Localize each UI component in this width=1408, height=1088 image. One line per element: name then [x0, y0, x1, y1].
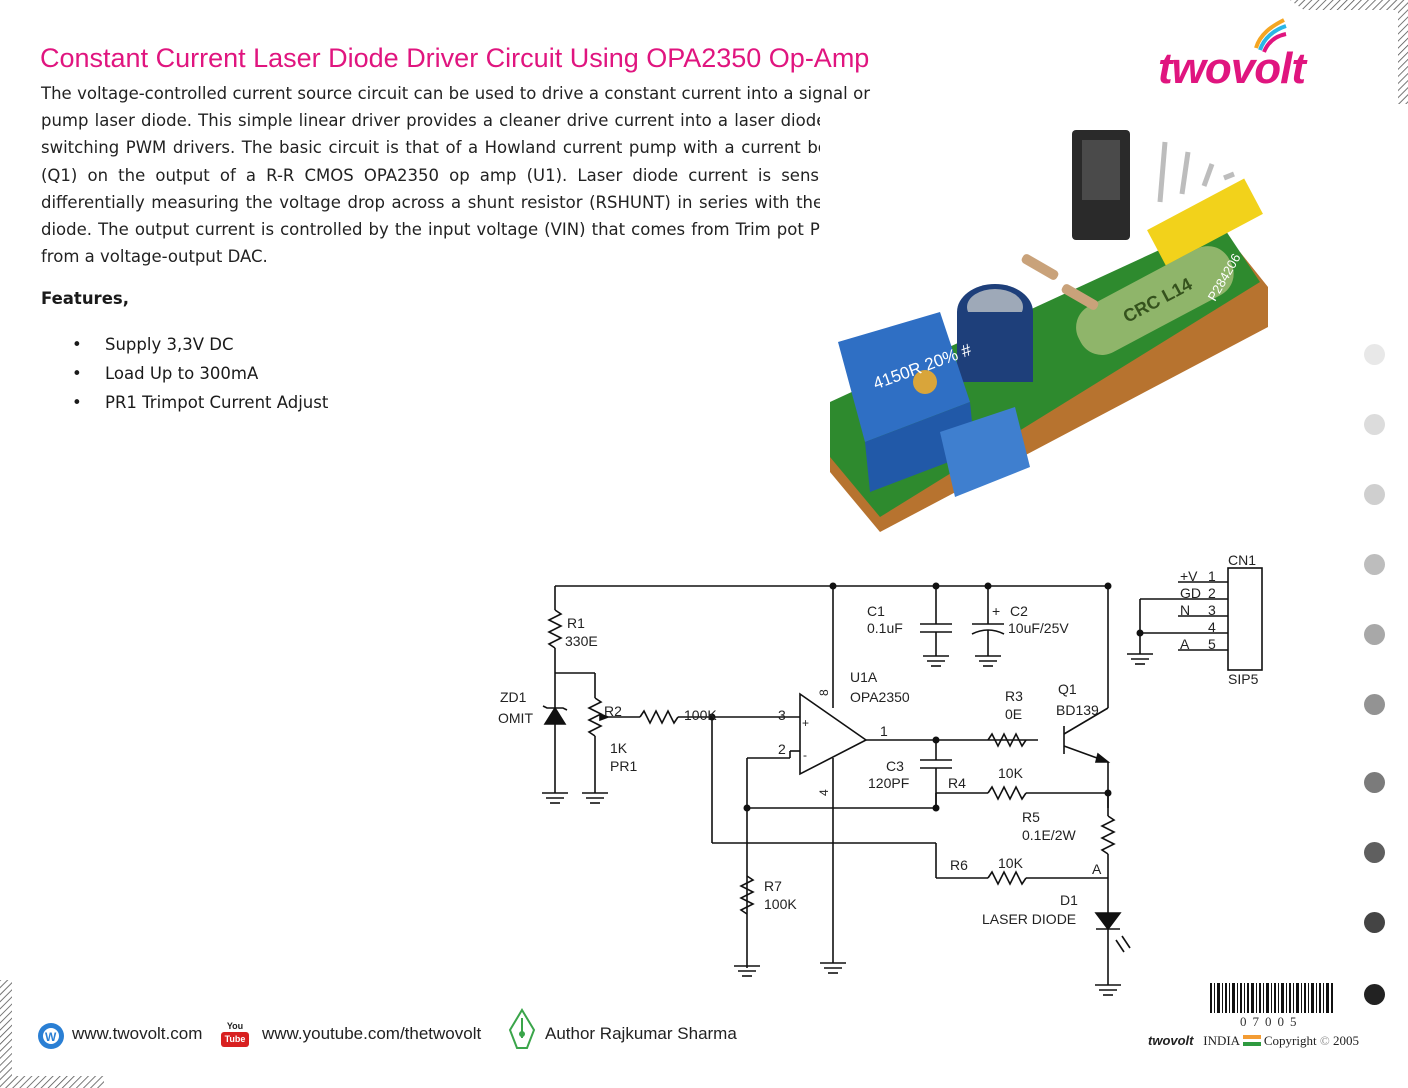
c2-value: 10uF/25V: [1008, 620, 1069, 636]
u1a-label: U1A: [850, 669, 878, 685]
pin-name: +V: [1180, 568, 1198, 584]
d1-label: D1: [1060, 892, 1078, 908]
pr1-label: PR1: [610, 758, 637, 774]
youtube-link[interactable]: www.youtube.com/thetwovolt: [262, 1024, 482, 1043]
r6-value: 10K: [998, 855, 1024, 871]
film-capacitor: [940, 407, 1030, 497]
pin-number: 3: [1208, 602, 1216, 618]
corner-hatch-decoration: [1290, 0, 1408, 104]
c2-polarity: +: [992, 603, 1000, 619]
zd1-value: OMIT: [498, 710, 533, 726]
pin-name: N: [1180, 602, 1190, 618]
r7-value: 100K: [764, 896, 797, 912]
q1-value: BD139: [1056, 702, 1099, 718]
pin1-label: 1: [880, 723, 888, 739]
copyright-brand: twovolt: [1148, 1033, 1194, 1048]
pin2-label: 2: [778, 741, 786, 757]
nav-dot[interactable]: [1364, 344, 1385, 365]
trimpot: 4150R 20% #: [838, 312, 975, 492]
twovolt-logo: twovolt: [1158, 44, 1306, 93]
bullet-icon: •: [72, 364, 82, 383]
page-title: Constant Current Laser Diode Driver Circ…: [40, 43, 870, 73]
r1-value: 330E: [565, 633, 598, 649]
r3-label: R3: [1005, 688, 1023, 704]
c3-label: C3: [886, 758, 904, 774]
c1-label: C1: [867, 603, 885, 619]
r2-label: R2: [604, 703, 622, 719]
corner-hatch-decoration: [0, 980, 104, 1088]
r3-value: 0E: [1005, 706, 1022, 722]
c1-value: 0.1uF: [867, 620, 903, 636]
r1-label: R1: [567, 615, 585, 631]
pcb-photo: CRC L14 P284206 4150R 20% #: [820, 112, 1268, 540]
d1-value: LASER DIODE: [982, 911, 1076, 927]
features-list: •Supply 3,3V DC •Load Up to 300mA •PR1 T…: [72, 335, 328, 422]
minus-sign: -: [803, 748, 807, 762]
small-resistor: [1021, 254, 1059, 280]
nav-dot[interactable]: [1364, 554, 1385, 575]
pin-number: 1: [1208, 568, 1216, 584]
nav-dot[interactable]: [1364, 842, 1385, 863]
features-heading: Features,: [41, 289, 129, 308]
copyright-symbol: ©: [1319, 1033, 1330, 1048]
author-credit: Author Rajkumar Sharma: [545, 1024, 737, 1043]
pin-number: 4: [1208, 619, 1216, 635]
nav-dot[interactable]: [1364, 912, 1385, 933]
plus-sign: +: [802, 716, 809, 730]
u1a-value: OPA2350: [850, 689, 910, 705]
r4-label: R4: [948, 775, 966, 791]
r5-label: R5: [1022, 809, 1040, 825]
pr1-value: 1K: [610, 740, 628, 756]
pin-number: 5: [1208, 636, 1216, 652]
header-pins: [1147, 141, 1263, 266]
r5-value: 0.1E/2W: [1022, 827, 1076, 843]
nav-dot[interactable]: [1364, 484, 1385, 505]
copyright-line: twovolt INDIA Copyright © 2005: [1148, 1033, 1359, 1049]
bullet-icon: •: [72, 393, 82, 412]
node-a-label: A: [1092, 861, 1102, 877]
logo-swirl-icon: [1254, 18, 1287, 53]
barcode: [1210, 983, 1333, 1013]
circuit-schematic: CN1 SIP5 +V 1 GD 2 N 3 4 A 5 R1 330E ZD1…: [498, 552, 1263, 996]
c2-label: C2: [1010, 603, 1028, 619]
nav-dot[interactable]: [1364, 414, 1385, 435]
india-flag-icon: [1242, 1035, 1261, 1046]
feature-item: •Load Up to 300mA: [72, 364, 259, 383]
website-link[interactable]: www.twovolt.com: [72, 1024, 203, 1043]
pin4-label: 4: [817, 789, 831, 796]
pin-name: A: [1180, 636, 1190, 652]
website-globe-icon: W: [38, 1023, 64, 1049]
nav-dot[interactable]: [1364, 772, 1385, 793]
copyright-year: 2005: [1332, 1033, 1359, 1048]
cn1-label: CN1: [1228, 552, 1256, 568]
pin-number: 2: [1208, 585, 1216, 601]
r6-label: R6: [950, 857, 968, 873]
r4-value: 10K: [998, 765, 1024, 781]
nav-dot[interactable]: [1364, 984, 1385, 1005]
pin-name: GD: [1180, 585, 1201, 601]
junction-dots: [708, 582, 1144, 812]
feature-item: •Supply 3,3V DC: [72, 335, 234, 354]
c3-value: 120PF: [868, 775, 909, 791]
nav-dot[interactable]: [1364, 624, 1385, 645]
barcode-number: 07005: [1240, 1014, 1303, 1029]
copyright-country: INDIA: [1203, 1033, 1240, 1048]
sip5-label: SIP5: [1228, 671, 1259, 687]
pin3-label: 3: [778, 707, 786, 723]
pin8-label: 8: [817, 689, 831, 696]
intro-paragraph: The voltage-controlled current source ci…: [41, 84, 870, 267]
q1-label: Q1: [1058, 681, 1077, 697]
small-resistor: [1061, 284, 1099, 310]
r2-value: 100K: [684, 707, 717, 723]
r7-label: R7: [764, 878, 782, 894]
feature-item: •PR1 Trimpot Current Adjust: [72, 393, 329, 412]
youtube-icon: You Tube: [221, 1020, 249, 1052]
zd1-label: ZD1: [500, 689, 527, 705]
svg-text:W: W: [45, 1030, 57, 1044]
bullet-icon: •: [72, 335, 82, 354]
pen-nib-icon: [508, 1008, 536, 1049]
copyright-text: Copyright: [1263, 1033, 1317, 1048]
nav-dot[interactable]: [1364, 694, 1385, 715]
